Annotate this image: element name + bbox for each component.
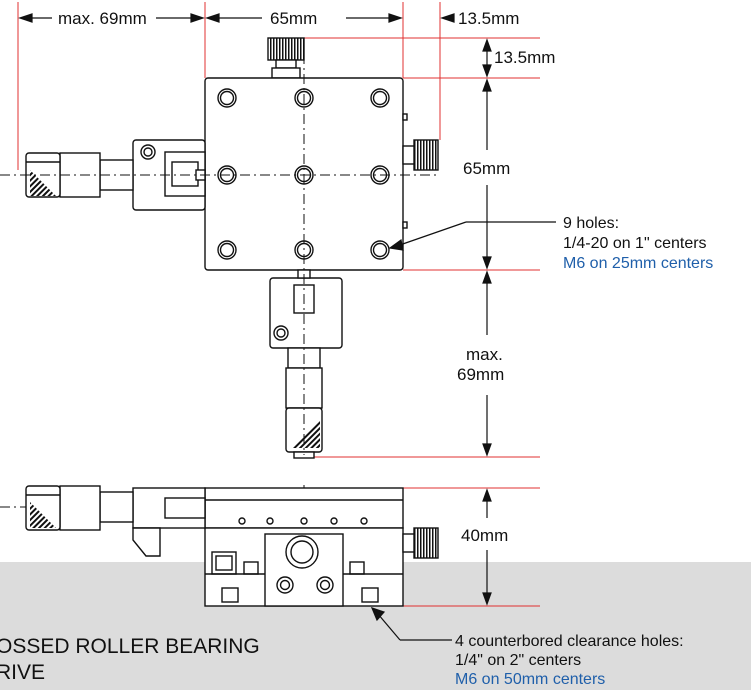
dim-height: 65mm: [463, 159, 510, 178]
cb-title: 4 counterbored clearance holes:: [455, 633, 684, 650]
side-micrometer: [25, 485, 134, 531]
holes-callout: 9 holes: 1/4-20 on 1" centers M6 on 25mm…: [563, 215, 713, 272]
holes-title: 9 holes:: [563, 215, 619, 232]
cb-imperial: 1/4" on 2" centers: [455, 652, 581, 669]
holes-metric: M6 on 25mm centers: [563, 255, 713, 272]
dimension-lines: [18, 13, 492, 606]
dim-knob-offset: 13.5mm: [494, 48, 555, 67]
side-view-stage: [25, 485, 439, 607]
top-view-stage: [25, 37, 439, 459]
top-thumbscrew: [267, 37, 305, 61]
footer-title: OSSED ROLLER BEARING RIVE: [0, 635, 260, 684]
dimension-labels: max. 69mm 65mm 13.5mm 13.5mm 65mm max. 6…: [58, 9, 555, 545]
footer-line2: RIVE: [0, 661, 45, 684]
footer-line1: OSSED ROLLER BEARING: [0, 635, 260, 658]
side-lock-knob: [413, 139, 439, 171]
dim-travel-line2: 69mm: [457, 365, 504, 384]
cb-callout: 4 counterbored clearance holes: 1/4" on …: [455, 633, 684, 688]
dim-top-width: 65mm: [270, 9, 317, 28]
holes-leader: [388, 221, 556, 251]
cb-metric: M6 on 50mm centers: [455, 671, 605, 688]
red-extension-lines: [17, 2, 540, 607]
dim-side-height: 40mm: [461, 526, 508, 545]
dim-top-right: 13.5mm: [458, 9, 519, 28]
dim-top-left: max. 69mm: [58, 9, 147, 28]
holes-imperial: 1/4-20 on 1" centers: [563, 235, 707, 252]
dim-travel-line1: max.: [466, 345, 503, 364]
cb-leader: [370, 607, 452, 641]
